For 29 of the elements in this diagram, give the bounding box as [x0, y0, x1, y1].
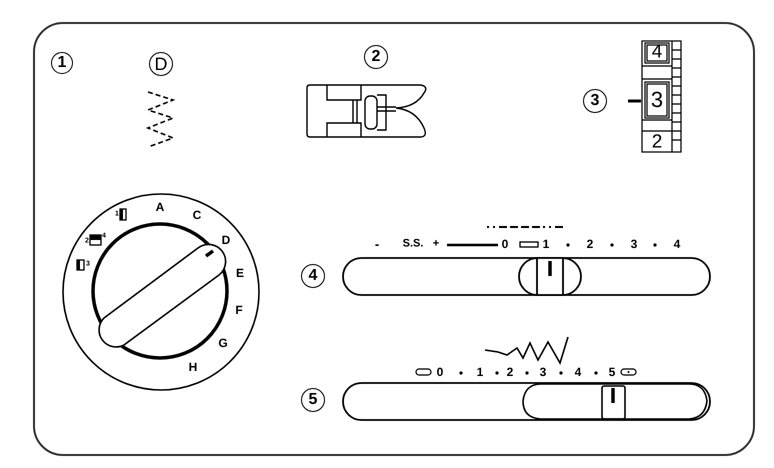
scale-number: 1	[542, 238, 550, 250]
callout-number: 3	[583, 89, 607, 113]
scale-number: 0	[436, 366, 444, 378]
scale-number: 1	[476, 366, 484, 378]
dial-letter: C	[192, 209, 202, 221]
gauge-number: 2	[652, 132, 662, 152]
scale-number: 4	[574, 366, 582, 378]
scale-number: 0	[502, 238, 508, 250]
scale-number: 3	[540, 366, 546, 378]
dial-letter: F	[235, 304, 243, 316]
callout-number: D	[149, 52, 173, 76]
scale-number: 5	[608, 366, 616, 378]
callout-number: 4	[301, 264, 325, 288]
dial-letter: D	[222, 234, 230, 246]
scale-label: S.S.	[402, 238, 424, 250]
scale-number: 2	[586, 238, 594, 250]
dial-letter: H	[188, 361, 198, 373]
scale-mark: +	[432, 238, 440, 250]
dial-letter: G	[218, 337, 228, 349]
callout-number: 5	[301, 388, 325, 412]
callout-number: 1	[51, 52, 73, 74]
scale-number: 4	[674, 238, 680, 250]
gauge-number: 3	[650, 89, 664, 111]
dial-letter: E	[236, 267, 244, 279]
scale-number: 2	[506, 366, 514, 378]
scale-mark: -	[374, 238, 380, 250]
dial-letter: A	[156, 201, 164, 213]
scale-number: 3	[630, 238, 638, 250]
callout-number: 2	[364, 45, 388, 69]
